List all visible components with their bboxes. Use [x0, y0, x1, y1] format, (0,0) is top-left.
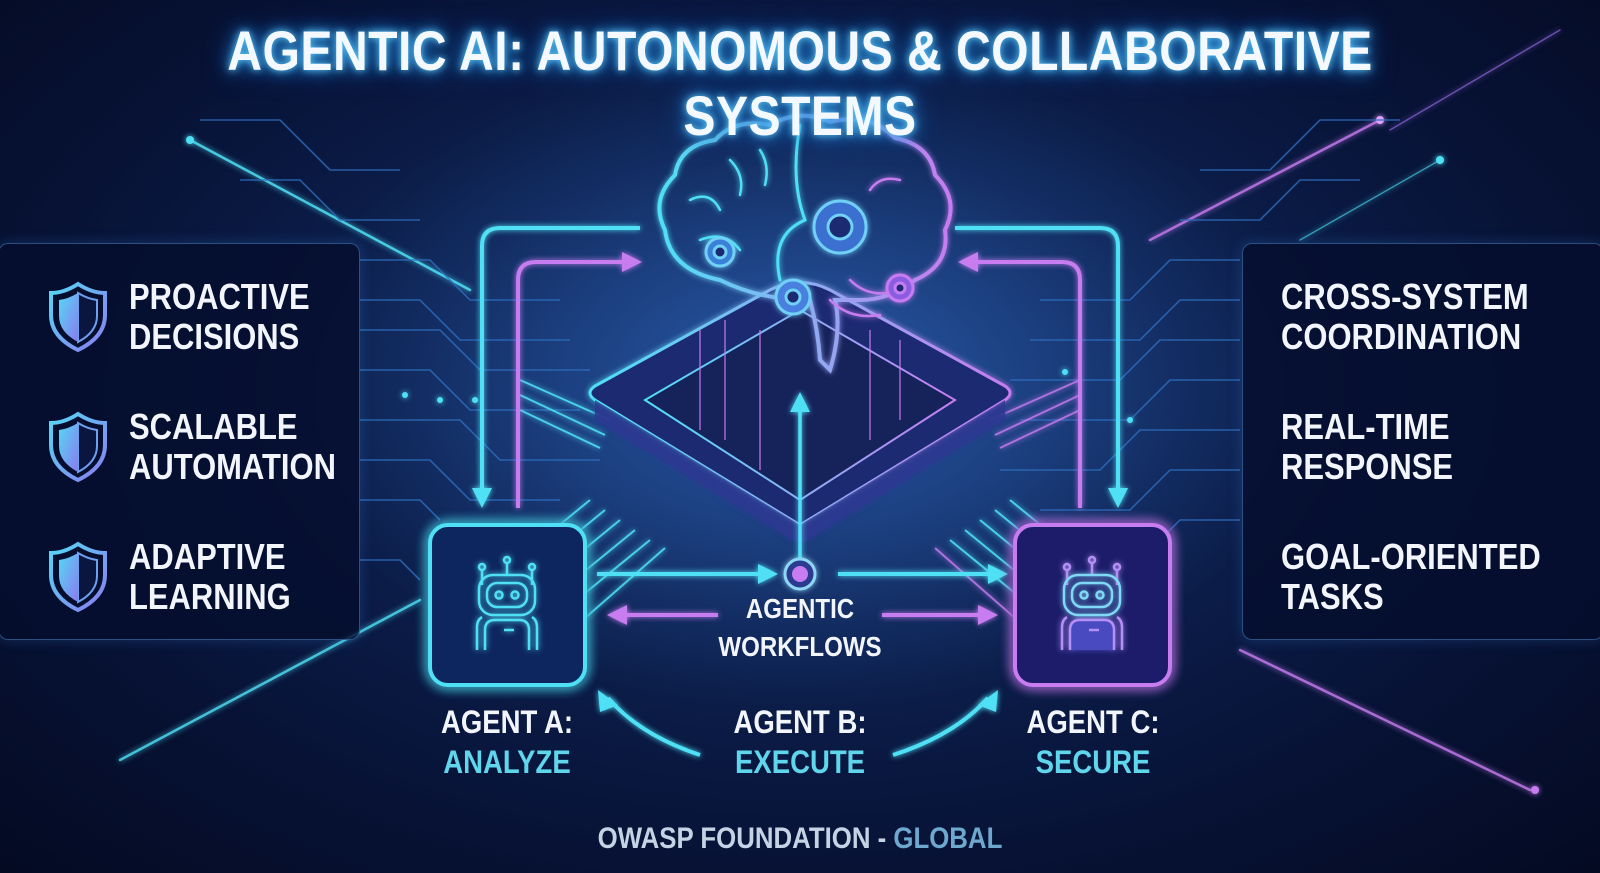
circuit-traces-right — [1000, 119, 1400, 541]
flow-arrows-right — [955, 226, 1120, 508]
workflow-label: AGENTIC WORKFLOWS — [662, 590, 937, 666]
agent-role: ANALYZE — [443, 744, 571, 780]
flow-arrows-left — [480, 226, 640, 508]
feature-line-1: PROACTIVE — [129, 276, 310, 317]
agent-name: AGENT A: — [441, 704, 573, 740]
shield-icon — [49, 411, 107, 483]
agent-a-label: AGENT A: ANALYZE — [412, 702, 601, 782]
agent-b-label: AGENT B: EXECUTE — [705, 702, 894, 782]
feature-line-2: RESPONSE — [1281, 446, 1454, 487]
workflow-arrows — [597, 564, 1008, 625]
arrow-down-icon — [1108, 488, 1128, 508]
arrow-down-icon — [472, 488, 492, 508]
feature-item: ADAPTIVE LEARNING — [47, 537, 317, 617]
page-title: AGENTIC AI: AUTONOMOUS & COLLABORATIVE S… — [227, 19, 1373, 147]
footer-org: OWASP FOUNDATION - — [597, 822, 894, 855]
robot-icon — [475, 555, 539, 650]
feature-item: GOAL-ORIENTED TASKS — [1281, 537, 1583, 617]
arrow-right-icon — [622, 252, 642, 272]
footer-scope: GLOBAL — [893, 822, 1003, 855]
workflow-label-line-1: AGENTIC — [745, 593, 855, 624]
agent-name: AGENT C: — [1026, 704, 1160, 740]
agent-role: EXECUTE — [735, 744, 865, 780]
feature-line-2: LEARNING — [129, 576, 291, 617]
agent-c-box — [1013, 523, 1172, 687]
feature-line-1: ADAPTIVE — [129, 536, 286, 577]
feature-line-1: GOAL-ORIENTED — [1281, 536, 1541, 577]
agent-c-label: AGENT C: SECURE — [998, 702, 1187, 782]
feature-line-2: TASKS — [1281, 576, 1384, 617]
feature-line-2: DECISIONS — [129, 316, 300, 357]
hub-node — [783, 392, 817, 591]
feature-line-2: COORDINATION — [1281, 316, 1522, 357]
feature-item: SCALABLE AUTOMATION — [47, 407, 370, 487]
benefits-panel-left: PROACTIVE DECISIONS SCALABLE AUTOMATION — [0, 243, 360, 640]
benefits-panel-right: CROSS-SYSTEM COORDINATION REAL-TIME RESP… — [1242, 243, 1600, 640]
feature-item: CROSS-SYSTEM COORDINATION — [1281, 277, 1569, 357]
shield-icon — [49, 541, 107, 613]
feature-line-2: AUTOMATION — [129, 446, 336, 487]
feature-item: PROACTIVE DECISIONS — [47, 277, 339, 357]
workflow-label-line-2: WORKFLOWS — [718, 631, 882, 662]
agent-a-box — [428, 523, 587, 687]
agent-name: AGENT B: — [733, 704, 867, 740]
arrow-left-icon — [958, 252, 978, 272]
feature-line-1: SCALABLE — [129, 406, 298, 447]
feature-item: REAL-TIME RESPONSE — [1281, 407, 1481, 487]
circuit-traces-left — [200, 119, 600, 581]
agent-role: SECURE — [1035, 744, 1151, 780]
feature-line-1: CROSS-SYSTEM — [1281, 276, 1529, 317]
feature-line-1: REAL-TIME — [1281, 406, 1450, 447]
robot-icon — [1060, 555, 1124, 650]
footer-credit: OWASP FOUNDATION - GLOBAL — [112, 822, 1488, 856]
shield-icon — [49, 281, 107, 353]
brain-gears-icon — [657, 113, 953, 374]
